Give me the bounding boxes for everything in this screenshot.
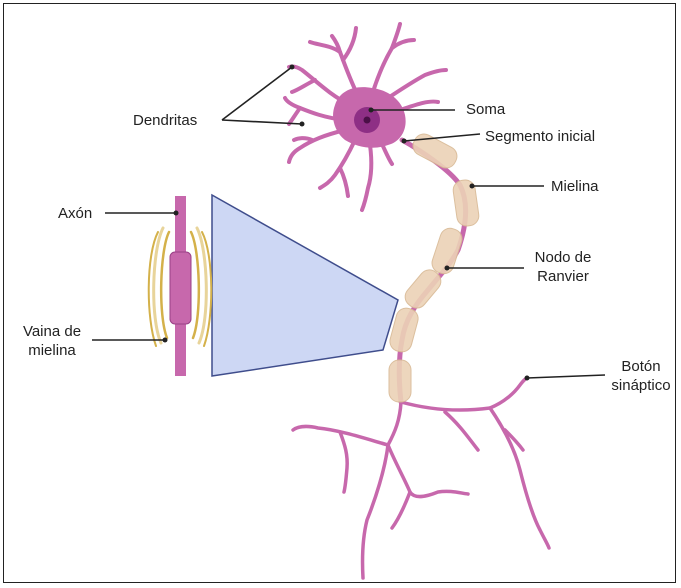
label-bouton-line1: Botón — [604, 357, 678, 376]
axon-terminals — [293, 378, 549, 578]
label-sheath-line2: mielina — [14, 341, 90, 360]
nucleolus — [364, 117, 371, 124]
label-initial-segment: Segmento inicial — [485, 127, 595, 146]
label-bouton-line2: sináptico — [604, 376, 678, 395]
label-node-line1: Nodo de — [530, 248, 596, 267]
label-myelin-sheath: Vaina de mielina — [14, 322, 90, 360]
zoom-callout — [212, 195, 398, 376]
label-sheath-line1: Vaina de — [14, 322, 90, 341]
label-synaptic-bouton: Botón sináptico — [604, 357, 678, 395]
label-dendrites: Dendritas — [133, 111, 197, 130]
label-myelin: Mielina — [551, 177, 599, 196]
label-node-of-ranvier: Nodo de Ranvier — [530, 248, 596, 286]
label-node-line2: Ranvier — [530, 267, 596, 286]
zoomed-axon — [170, 196, 191, 376]
label-soma: Soma — [466, 100, 505, 119]
label-axon: Axón — [58, 204, 92, 223]
myelin-segments — [388, 130, 480, 402]
